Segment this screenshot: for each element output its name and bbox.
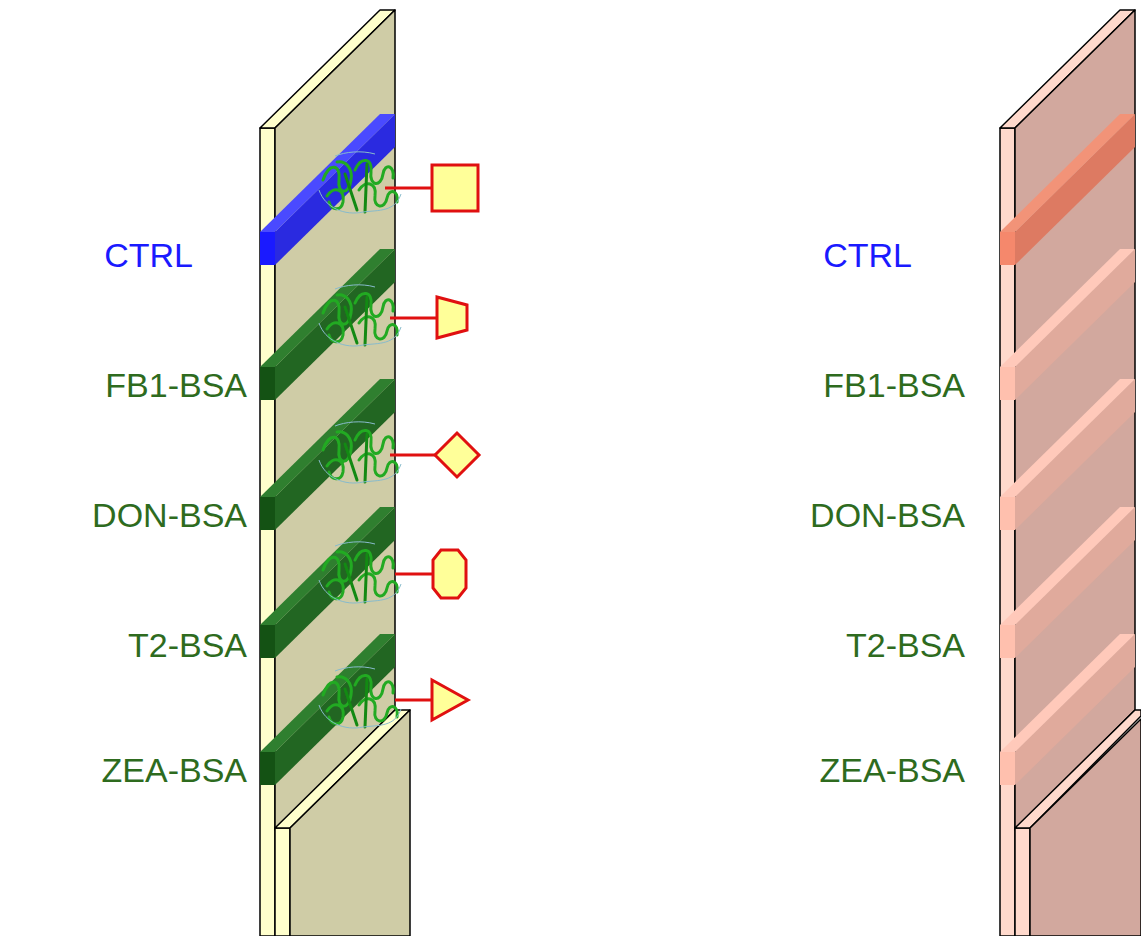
strip-face [1015, 10, 1135, 830]
ctrl-band [1000, 114, 1135, 265]
hapten-square [432, 165, 478, 211]
linker [385, 187, 432, 190]
antibody-icon [319, 667, 401, 728]
strip-label: DON-BSA [810, 495, 965, 535]
test-band [1000, 507, 1135, 658]
hapten-diamond [435, 433, 479, 477]
antibody-icon [319, 542, 401, 603]
strip-label: ZEA-BSA [820, 750, 965, 790]
linker [390, 454, 435, 457]
linker [390, 317, 437, 320]
pad-side [275, 828, 290, 936]
linker [395, 573, 433, 576]
strip-side [260, 128, 275, 936]
strip-label: T2-BSA [846, 625, 965, 665]
hapten-octagon [433, 550, 466, 598]
hapten-triangle [432, 680, 468, 720]
antibody-icon [319, 152, 401, 213]
strip-label: T2-BSA [128, 625, 247, 665]
strip-label: CTRL [104, 235, 193, 275]
strip-label: ZEA-BSA [102, 750, 247, 790]
strip-side [1000, 128, 1015, 936]
antibody-icon [319, 422, 401, 483]
linker [395, 699, 432, 702]
antibody-icon [319, 285, 401, 346]
test-band [1000, 249, 1135, 400]
hapten-trapezoid [437, 297, 467, 338]
pad-side [1015, 828, 1030, 936]
pad-face [1030, 719, 1141, 936]
strip-label: DON-BSA [92, 495, 247, 535]
strip-face [275, 10, 395, 830]
test-band [1000, 379, 1135, 530]
strip-label: CTRL [823, 235, 912, 275]
pad-face [290, 710, 410, 936]
strip-label: FB1-BSA [823, 365, 965, 405]
strip-label: FB1-BSA [105, 365, 247, 405]
